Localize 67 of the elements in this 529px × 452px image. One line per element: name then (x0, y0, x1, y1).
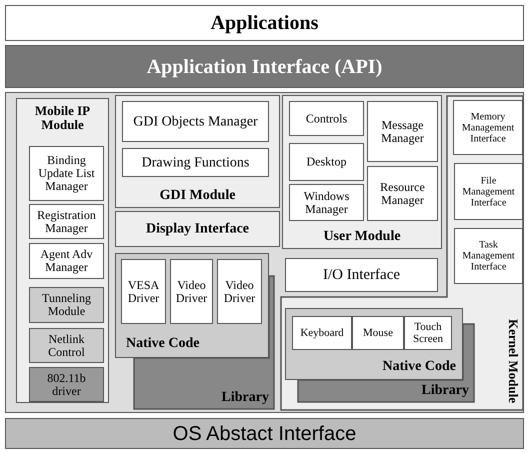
component-label: Drawing Functions (140, 154, 250, 170)
component-box (367, 166, 438, 221)
component-label: Video Driver (222, 278, 256, 305)
module-box (16, 98, 109, 403)
interface-box (285, 258, 438, 292)
component-box (289, 184, 364, 221)
component-box (29, 328, 104, 363)
component-box (367, 101, 438, 162)
layer-box (5, 5, 524, 41)
component-box (122, 101, 269, 142)
layer-title: GDI Module (158, 188, 236, 203)
device-box (292, 316, 352, 350)
module-box (282, 95, 442, 249)
component-label: VESA Driver (126, 278, 160, 305)
component-label: GDI Objects Manager (132, 114, 259, 130)
component-label: Tunneling Module (41, 292, 92, 318)
component-label: Binding Update List Manager (37, 154, 96, 194)
component-label: Agent Adv Manager (39, 248, 94, 274)
module-box (115, 95, 280, 208)
layer-title: Native Code (382, 358, 456, 374)
component-label: Desktop (306, 155, 348, 169)
driver-box (121, 259, 166, 324)
component-label: Message Manager (380, 118, 425, 145)
component-label: Netlink Control (47, 332, 86, 359)
component-box (289, 101, 364, 136)
layer-title: Mobile IP Module (34, 104, 92, 133)
native-code-layer (115, 253, 269, 358)
component-label: 802.11b driver (46, 371, 87, 398)
layer-title: Library (222, 390, 269, 405)
driver-box (170, 259, 213, 324)
native-code-layer (285, 308, 463, 380)
component-label: Keyboard (299, 326, 345, 340)
component-box (29, 367, 104, 402)
layer-box (5, 45, 524, 88)
component-label: Resource Manager (379, 180, 426, 207)
component-box (29, 287, 104, 323)
component-label: Task Management Interface (461, 240, 516, 272)
layer-title: Display Interface (144, 221, 250, 237)
layer-title: Application Interface (API) (146, 56, 384, 78)
component-box (453, 100, 523, 155)
component-label: File Management Interface (461, 175, 516, 208)
layer-title: I/O Interface (322, 266, 402, 284)
component-box (29, 204, 104, 239)
interface-box (115, 211, 280, 247)
component-box (29, 243, 104, 279)
layer-title: Applications (210, 12, 320, 34)
component-label: Memory Management Interface (460, 111, 516, 144)
component-label: Video Driver (174, 278, 208, 305)
device-box (404, 316, 452, 350)
component-label: Controls (304, 112, 348, 126)
component-label: Touch Screen (412, 320, 444, 346)
layer-title: OS Abstact Interface (172, 422, 358, 444)
component-box (289, 143, 364, 181)
component-box (122, 148, 269, 177)
component-box (29, 146, 104, 201)
component-label: Windows Manager (302, 189, 350, 216)
layer-title: Kernel Module (506, 318, 520, 403)
component-box (454, 228, 523, 284)
driver-box (217, 259, 262, 324)
layer-title: User Module (322, 228, 402, 244)
component-label: Mouse (362, 326, 394, 340)
layer-title: Native Code (126, 336, 200, 351)
component-label: Registration Manager (36, 208, 97, 235)
device-box (352, 316, 404, 350)
layer-title: Library (422, 382, 469, 398)
layer-box (5, 418, 524, 449)
component-box (454, 163, 523, 220)
